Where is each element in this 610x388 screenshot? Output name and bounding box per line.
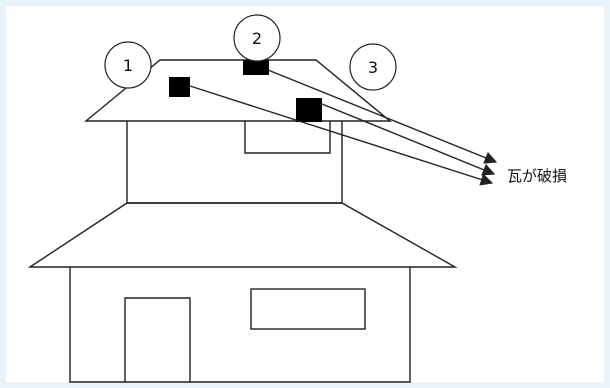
arrow-from-tile-2 — [267, 69, 498, 164]
window — [250, 288, 366, 330]
marker-circle-1 — [104, 41, 152, 89]
door — [124, 297, 191, 382]
damage-caption: 瓦が破損 — [507, 167, 567, 185]
marker-number-1: 1 — [123, 56, 133, 75]
damaged-tile-2 — [243, 60, 269, 75]
upper-floor-walls — [126, 121, 343, 204]
arrow-from-tile-3 — [321, 103, 496, 176]
marker-number-2: 2 — [252, 29, 262, 48]
marker-circle-3 — [349, 43, 397, 91]
arrow-from-tile-1 — [189, 85, 494, 186]
lower-floor-walls — [69, 267, 411, 383]
lower-roof — [27, 202, 458, 268]
marker-circle-2 — [233, 14, 281, 62]
upper-window — [244, 121, 331, 154]
damaged-tile-1 — [169, 77, 190, 97]
damaged-tile-3 — [296, 98, 322, 122]
marker-number-3: 3 — [368, 58, 378, 77]
